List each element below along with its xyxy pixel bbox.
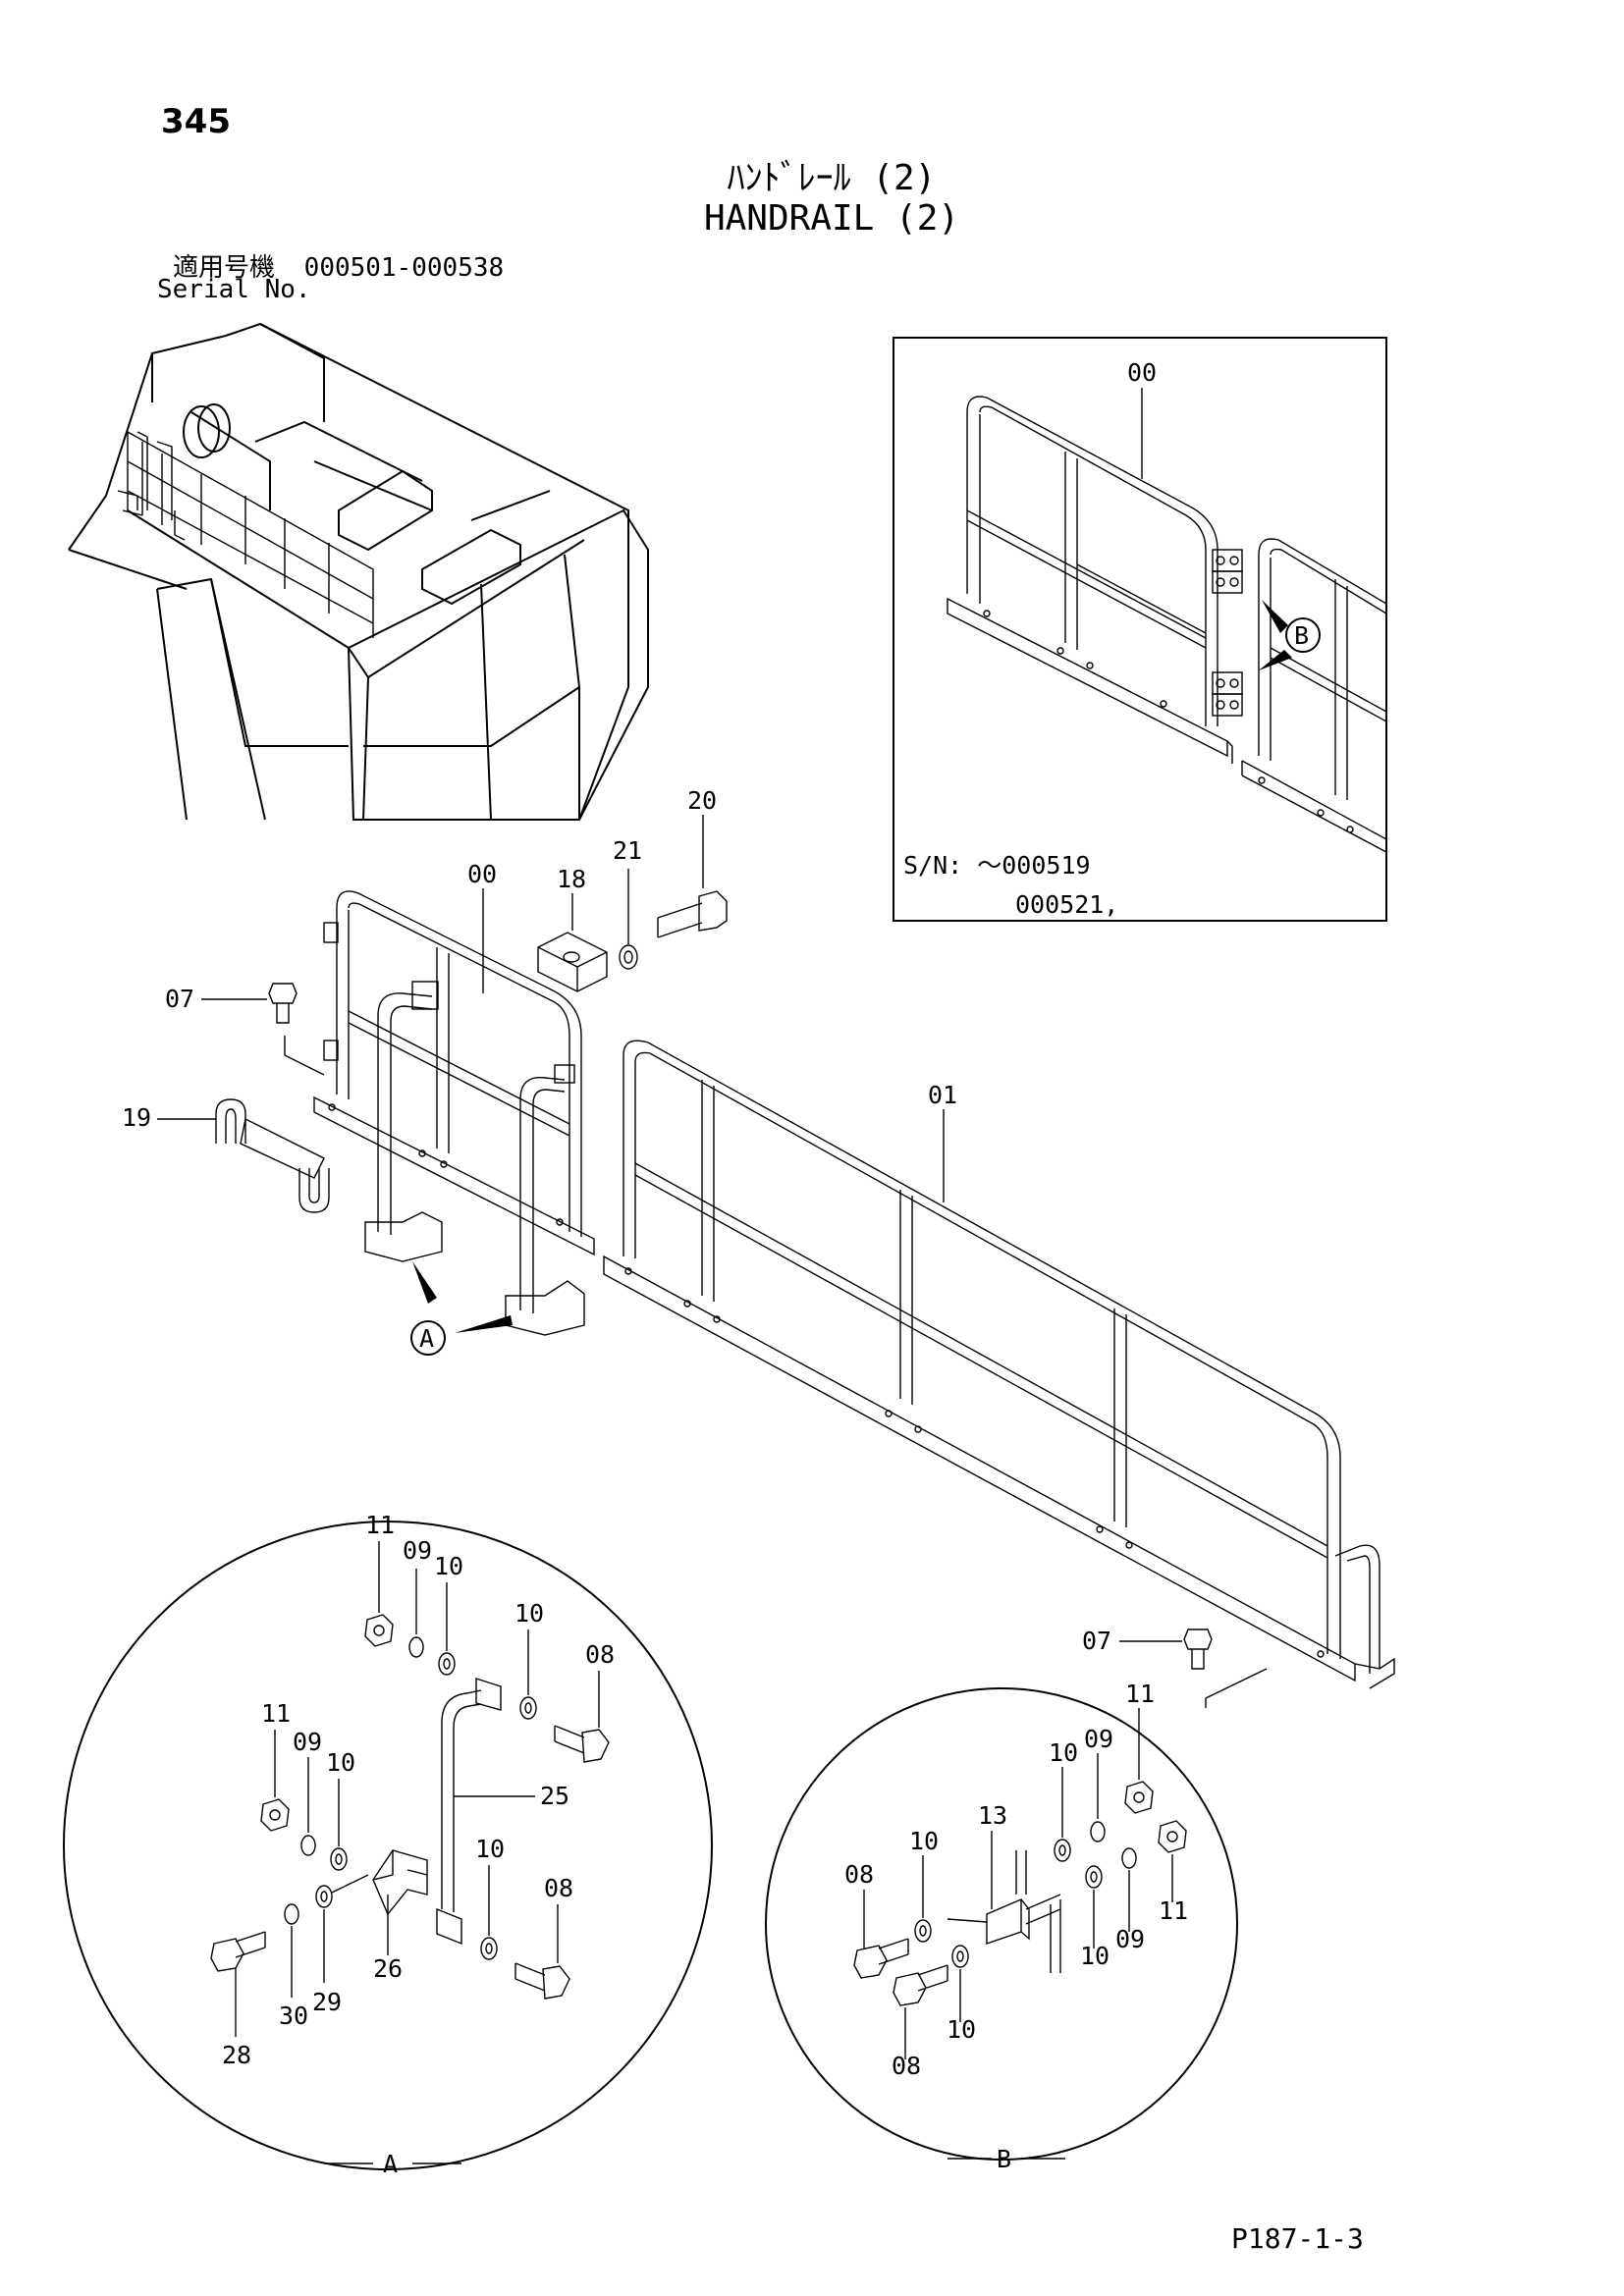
footer-code: P187-1-3 <box>1231 2222 1364 2255</box>
detail-b-label-09-right: 09 <box>1115 1925 1145 1953</box>
serial-label-en: Serial No. <box>157 275 311 304</box>
label-07-upper: 07 <box>165 985 194 1013</box>
detail-a-label-25: 25 <box>540 1782 569 1810</box>
inset-part-label: 00 <box>1127 358 1157 387</box>
inset-detail: 00 B S/N: ～000519 000521, <box>893 337 1387 922</box>
detail-b-label-10-right: 10 <box>1080 1942 1110 1970</box>
label-19: 19 <box>122 1103 151 1132</box>
title-japanese: ﾊﾝﾄﾞﾚｰﾙ (2) <box>727 158 937 198</box>
main-exploded-view: A 19 07 18 21 20 00 <box>122 786 1395 1708</box>
detail-b-label-11-top: 11 <box>1125 1680 1155 1708</box>
detail-b: 11 09 10 13 10 08 11 09 10 10 08 B <box>765 1680 1238 2173</box>
inset-callout: B <box>1294 621 1309 650</box>
detail-a-label-26: 26 <box>373 1954 403 1983</box>
detail-b-label-10-bottom: 10 <box>947 2015 976 2044</box>
inset-sn-line1: S/N: ～000519 <box>903 851 1091 880</box>
detail-a-label-28: 28 <box>222 2041 251 2069</box>
detail-a-label-09-left: 09 <box>293 1728 322 1756</box>
label-20: 20 <box>687 786 717 815</box>
detail-a-name: A <box>383 2150 398 2178</box>
detail-a-label-09-top: 09 <box>403 1536 432 1565</box>
inset-sn-line2: 000521, <box>1015 890 1118 919</box>
detail-b-label-08-bottom: 08 <box>892 2052 921 2080</box>
detail-b-name: B <box>997 2145 1011 2173</box>
detail-b-label-10-top: 10 <box>1049 1738 1078 1767</box>
label-01: 01 <box>928 1081 957 1109</box>
serial-range: 000501-000538 <box>303 253 505 283</box>
page-number: 345 <box>161 102 231 141</box>
detail-a-label-10-left: 10 <box>326 1748 355 1777</box>
serial-range-line: 適用号機 000501-000538 <box>173 247 504 284</box>
detail-a-label-10-top: 10 <box>434 1552 463 1580</box>
title-english: HANDRAIL (2) <box>703 198 960 239</box>
detail-a-label-08-bottom: 08 <box>544 1874 573 1902</box>
detail-a-label-29: 29 <box>312 1988 342 2016</box>
detail-b-label-10-left: 10 <box>909 1827 939 1855</box>
detail-b-label-11-right: 11 <box>1159 1896 1188 1925</box>
detail-b-label-13: 13 <box>978 1801 1007 1830</box>
label-18: 18 <box>557 865 586 893</box>
label-21: 21 <box>613 836 642 865</box>
detail-a-label-10-bottom: 10 <box>475 1835 505 1863</box>
detail-b-label-09-top: 09 <box>1084 1725 1113 1753</box>
machine-overview-drawing <box>68 322 649 821</box>
label-00: 00 <box>467 860 497 888</box>
detail-a-label-11-top: 11 <box>365 1511 395 1539</box>
detail-a-label-08-top: 08 <box>585 1640 615 1669</box>
detail-b-label-08-top: 08 <box>844 1860 874 1889</box>
detail-a: 11 09 10 10 08 11 09 10 25 10 08 26 29 3… <box>63 1511 713 2178</box>
detail-a-label-30: 30 <box>279 2002 308 2030</box>
main-callout-a: A <box>419 1324 434 1353</box>
detail-a-label-10-right: 10 <box>514 1599 544 1628</box>
detail-a-label-11-left: 11 <box>261 1699 291 1728</box>
label-07-lower: 07 <box>1082 1627 1111 1655</box>
serial-label-jp: 適用号機 <box>173 253 276 283</box>
